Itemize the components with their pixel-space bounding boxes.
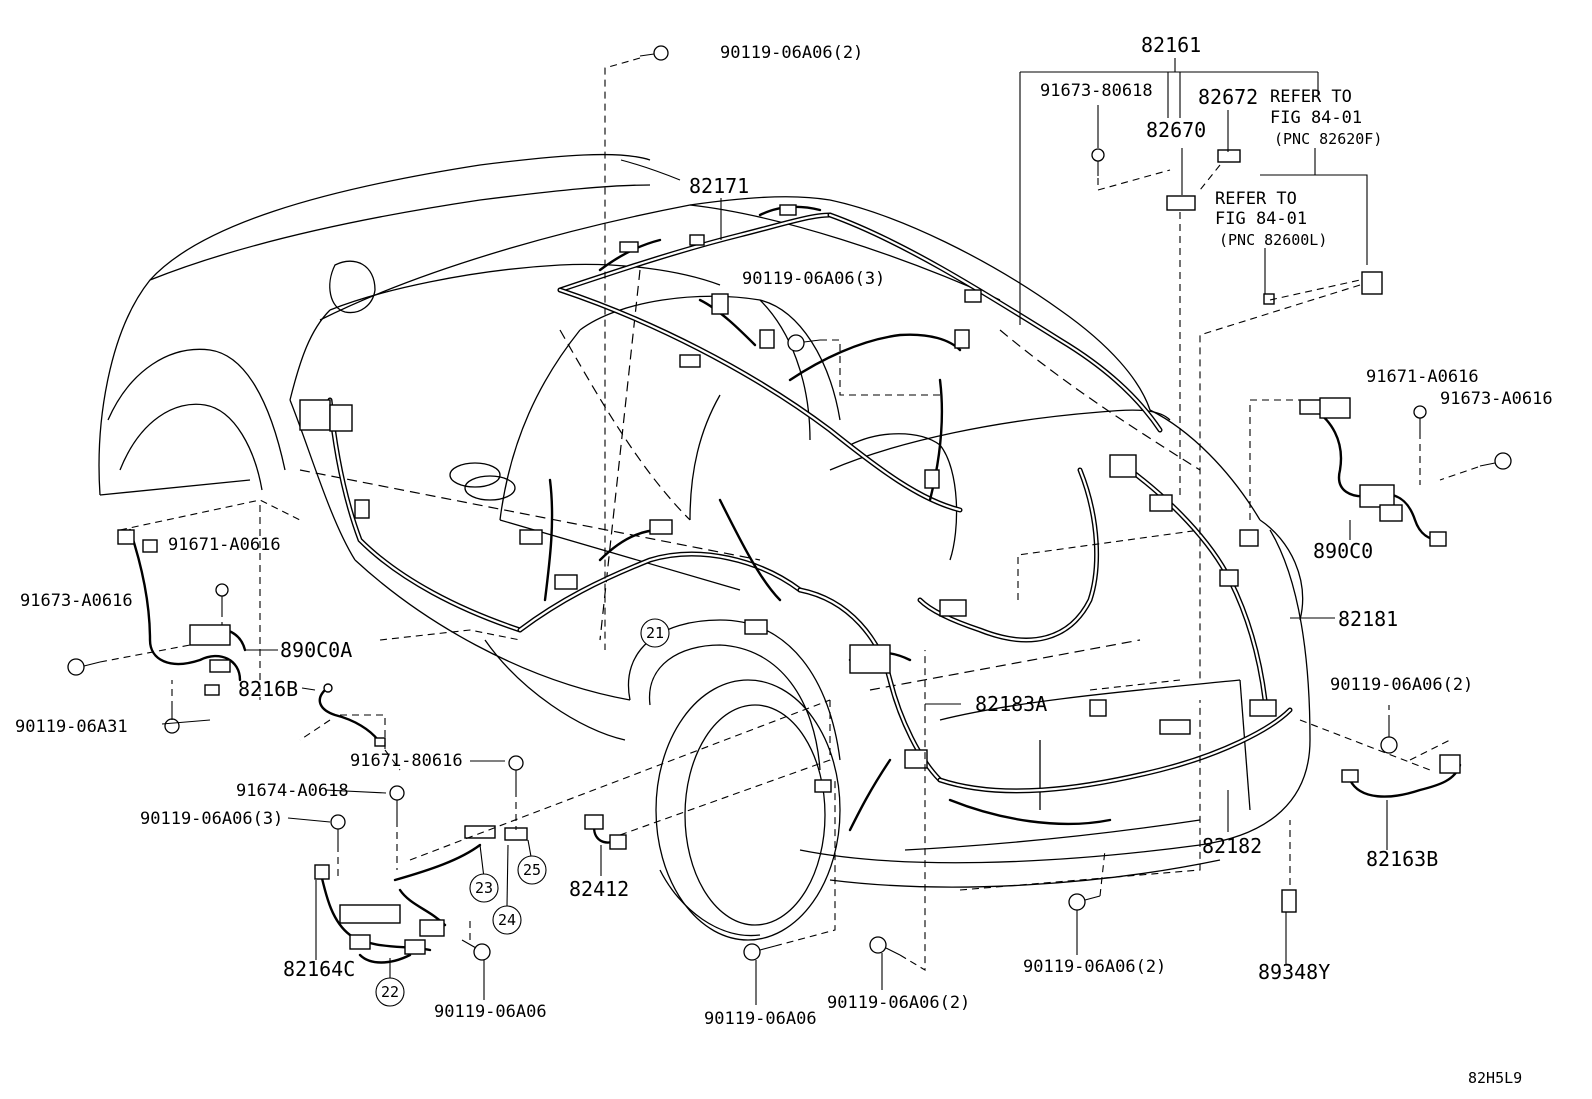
label-91671-a0616-right: 91671-A0616: [1366, 367, 1479, 387]
harness-8216b: [318, 683, 386, 747]
bolt-icon: [1413, 405, 1427, 432]
label-82670: 82670: [1146, 118, 1206, 142]
callout-24: 24: [492, 905, 522, 935]
label-refer-1-line2: FIG 84-01: [1270, 108, 1362, 128]
svg-text:21: 21: [646, 624, 664, 642]
bolt-icons: [67, 45, 1512, 961]
bolt-icon: [869, 936, 901, 956]
label-90119-06a06-2-bottom: 90119-06A06(2): [1023, 957, 1166, 977]
label-90119-06a06-2-bottom-center: 90119-06A06(2): [827, 993, 970, 1013]
bolt-icon: [1479, 452, 1512, 470]
bolt-icon: [461, 939, 491, 961]
label-90119-06a06-3-left: 90119-06A06(3): [140, 809, 283, 829]
label-82412: 82412: [569, 877, 629, 901]
label-82672: 82672: [1198, 85, 1258, 109]
label-refer-1-line1: REFER TO: [1270, 87, 1352, 107]
label-91674-a0618: 91674-A0618: [236, 781, 349, 801]
svg-text:25: 25: [523, 861, 541, 879]
bolt-icon: [639, 45, 669, 61]
label-91671-a0616-left: 91671-A0616: [168, 535, 281, 555]
harness-82161-roof-side: [557, 212, 1163, 513]
harness-floor-center: [517, 478, 803, 635]
svg-text:23: 23: [475, 879, 493, 897]
label-refer-2-line1: REFER TO: [1215, 189, 1297, 209]
label-82161: 82161: [1141, 33, 1201, 57]
bolt-icon: [389, 785, 405, 820]
label-90119-06a06-2-top: 90119-06A06(2): [720, 43, 863, 63]
clips-small: [1166, 149, 1383, 913]
label-91673-a0616-left: 91673-A0616: [20, 591, 133, 611]
callout-21: 21: [640, 618, 670, 648]
svg-text:24: 24: [498, 911, 516, 929]
label-90119-06a06-bottom-center: 90119-06A06: [704, 1009, 817, 1029]
bolt-icon: [164, 708, 180, 734]
label-82171: 82171: [689, 174, 749, 198]
label-82181: 82181: [1338, 607, 1398, 631]
harness-82412: [584, 814, 627, 850]
harness-front-pillar: [299, 397, 523, 633]
harness-82181-hatch: [917, 454, 1268, 703]
label-82183a: 82183A: [975, 692, 1047, 716]
label-90119-06a06-3-mid: 90119-06A06(3): [742, 269, 885, 289]
bolt-icon: [1068, 893, 1101, 911]
label-89348y: 89348Y: [1258, 960, 1330, 984]
harness-82163b: [1341, 754, 1462, 798]
callout-circles: 21 22 23 24 25: [375, 618, 670, 1007]
vehicle-body-outline: [98, 153, 1311, 941]
sensor-890c0-right: [1299, 397, 1447, 547]
harness-82164c: [314, 825, 528, 964]
label-82164c: 82164C: [283, 957, 355, 981]
bolt-icon: [1091, 148, 1105, 176]
bolt-icon: [508, 755, 524, 790]
label-refer-2-line3: (PNC 82600L): [1219, 231, 1327, 249]
label-91673-80618: 91673-80618: [1040, 81, 1153, 101]
callout-22: 22: [375, 977, 405, 1007]
callout-25: 25: [517, 855, 547, 885]
sensor-890c0a-left: [117, 528, 247, 696]
bolt-icon: [1380, 722, 1398, 754]
label-82163b: 82163B: [1366, 847, 1438, 871]
assembly-lines: [99, 57, 1479, 971]
label-82182: 82182: [1202, 834, 1262, 858]
bolt-icon: [330, 814, 346, 845]
label-91671-80616: 91671-80616: [350, 751, 463, 771]
part-labels: 82161 91673-80618 82672 82670 REFER TO F…: [15, 33, 1553, 1087]
label-refer-1-line3: (PNC 82620F): [1274, 130, 1382, 148]
label-91673-a0616-right: 91673-A0616: [1440, 389, 1553, 409]
bolt-icon: [67, 658, 101, 676]
bolt-icon: [743, 943, 776, 961]
diagram-code: 82H5L9: [1468, 1069, 1522, 1087]
label-90119-06a06-2-right: 90119-06A06(2): [1330, 675, 1473, 695]
harness-82171-roof: [557, 204, 833, 293]
label-refer-2-line2: FIG 84-01: [1215, 209, 1307, 229]
bolt-icon: [215, 583, 229, 610]
label-90119-06a06-bottom-left: 90119-06A06: [434, 1002, 547, 1022]
svg-text:22: 22: [381, 983, 399, 1001]
bolt-icon: [787, 334, 821, 352]
label-890c0a: 890C0A: [280, 638, 352, 662]
label-890c0: 890C0: [1313, 539, 1373, 563]
label-90119-06a31: 90119-06A31: [15, 717, 128, 737]
callout-23: 23: [469, 873, 499, 903]
harness-82182-bumper: [937, 699, 1293, 826]
label-8216b: 8216B: [238, 677, 298, 701]
harness-82183a-quarter: [797, 587, 943, 832]
